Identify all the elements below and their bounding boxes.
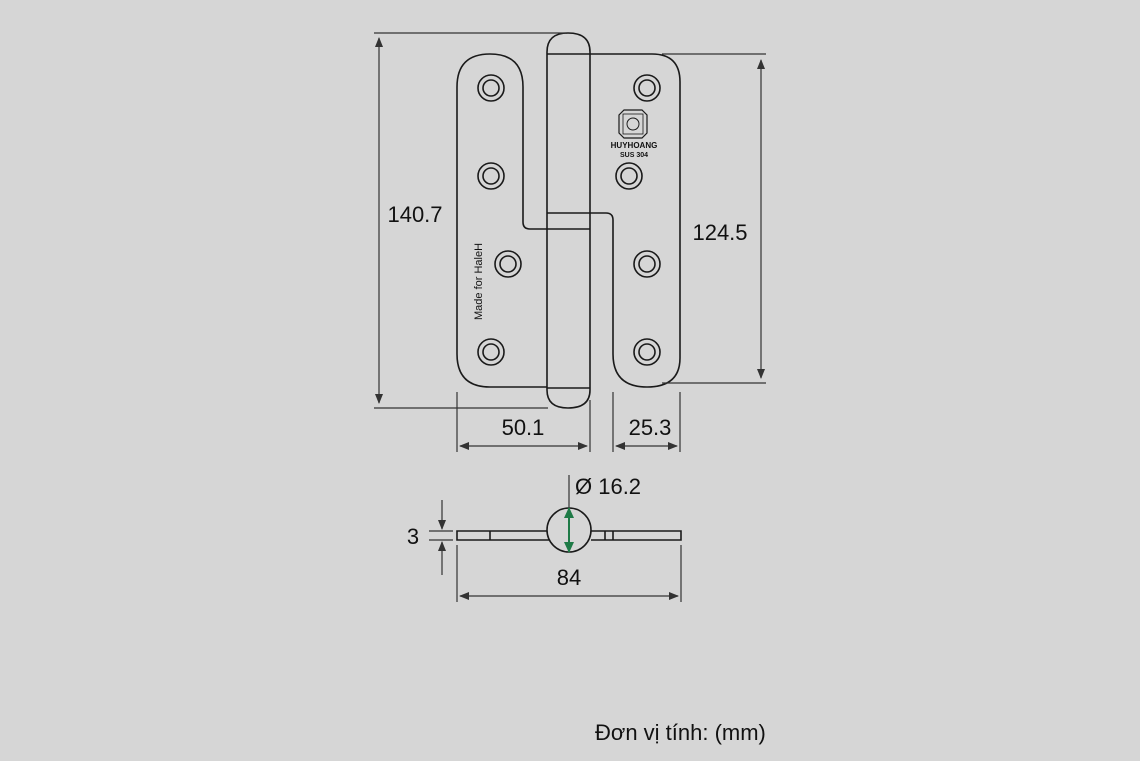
right-leaf <box>590 53 681 388</box>
right-width-label: 25.3 <box>629 415 672 440</box>
left-width-label: 50.1 <box>502 415 545 440</box>
side-view <box>429 475 682 602</box>
left-leaf <box>456 53 547 388</box>
front-view: HUYHOANG SUS 304 Made for HaleH <box>456 32 681 409</box>
dimension-lines <box>374 32 766 452</box>
unit-note: Đơn vị tính: (mm) <box>595 720 766 745</box>
leaf-height-label: 124.5 <box>692 220 747 245</box>
logo-emblem: HUYHOANG SUS 304 <box>611 109 658 159</box>
total-height-label: 140.7 <box>387 202 442 227</box>
logo-brand-text: HUYHOANG <box>611 141 658 150</box>
screw-holes <box>477 74 661 366</box>
pin-diameter-label: Ø 16.2 <box>575 474 641 499</box>
total-width-label: 84 <box>557 565 581 590</box>
made-for-text: Made for HaleH <box>473 243 485 320</box>
material-text: SUS 304 <box>620 152 648 159</box>
hinge-pin <box>546 32 591 409</box>
thickness-label: 3 <box>407 524 419 549</box>
